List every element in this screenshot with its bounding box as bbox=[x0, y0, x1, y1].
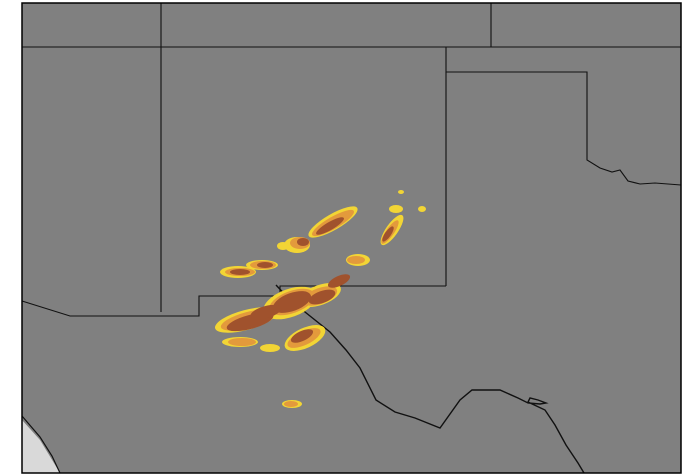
national-border bbox=[275, 284, 585, 474]
precipitation-echoes bbox=[214, 190, 426, 408]
boundary-nm-east bbox=[445, 47, 682, 186]
water-corner bbox=[22, 420, 60, 473]
map-frame-border bbox=[21, 2, 682, 474]
state-boundaries bbox=[21, 3, 682, 317]
land-area bbox=[22, 3, 681, 473]
echo-high bbox=[226, 217, 394, 343]
border-bottom-left bbox=[21, 415, 61, 474]
boundary-nm-south bbox=[21, 285, 446, 317]
